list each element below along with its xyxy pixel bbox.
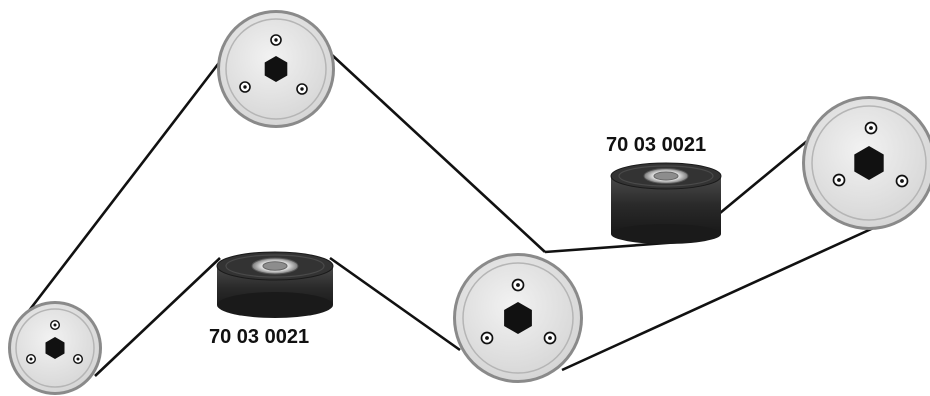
tensioner-lower-part-number: 70 03 0021 [209,326,309,348]
bolt-icon [270,34,282,46]
pulley-right [802,96,930,230]
bolt-icon [543,331,557,345]
bolt-icon [26,353,37,365]
belt-segment [94,257,221,377]
pulley-center [453,253,583,383]
hex-hub-icon [264,56,288,82]
bolt-icon [864,121,878,135]
hex-hub-icon [45,337,65,359]
belt-segment [26,54,227,313]
belt-segment [331,54,546,253]
bolt-icon [49,320,61,331]
hex-hub-icon [504,302,532,334]
bolt-icon [480,331,494,345]
tensioner-roller-lower [216,251,334,318]
bolt-icon [73,353,84,365]
belt-segment [713,130,819,220]
tensioner-upper-part-number: 70 03 0021 [606,134,706,156]
pulley-top [217,10,335,128]
bolt-icon [895,174,909,188]
bolt-icon [832,173,846,187]
bolt-icon [239,81,251,93]
belt-segment [329,256,461,352]
hex-hub-icon [854,146,884,180]
bolt-icon [511,278,525,292]
tensioner-roller-upper [610,162,722,244]
belt-segment [561,223,881,372]
bolt-icon [296,83,308,95]
pulley-left [8,301,102,395]
drive-belt [26,54,881,377]
